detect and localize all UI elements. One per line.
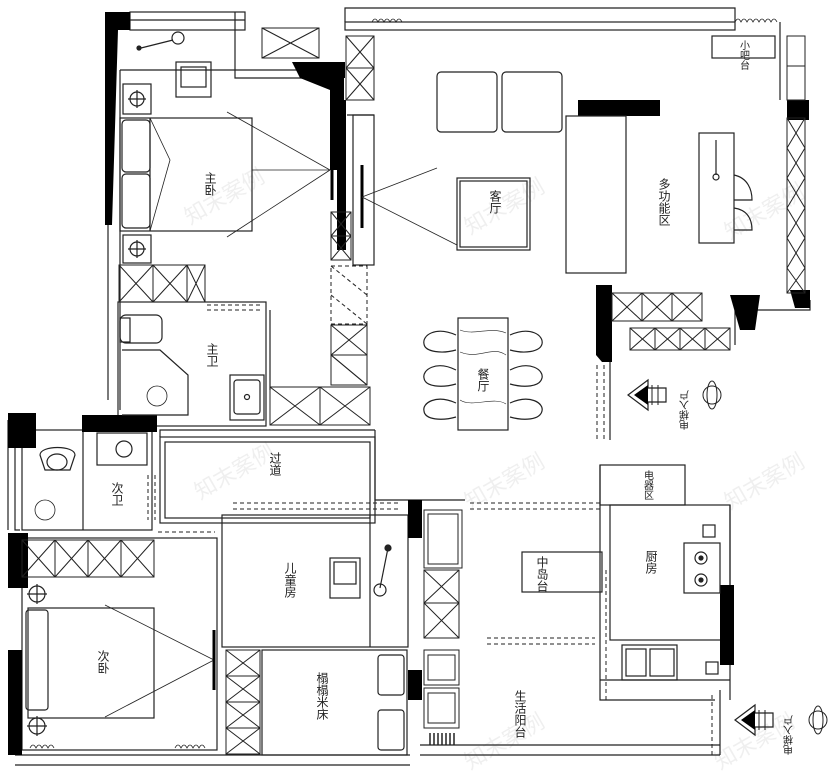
wall-lines <box>7 7 811 766</box>
wall-living-left <box>337 100 346 250</box>
wall-tatami-right <box>408 670 422 700</box>
label-small-bar: 小吧台 <box>738 40 750 71</box>
label-second-bedroom: 次卧 <box>96 650 110 674</box>
entrance-side <box>734 703 828 737</box>
wall-right-mid <box>596 285 612 362</box>
master-sink <box>229 374 265 421</box>
furniture <box>25 31 776 751</box>
wall-bar-top <box>578 100 660 116</box>
toilet <box>119 314 163 344</box>
wall-kitchen-right <box>720 585 734 665</box>
label-tatami: 榻榻米床 <box>315 672 329 720</box>
master-bed <box>119 117 253 232</box>
wall-guest-bath-top <box>82 415 157 432</box>
wall-master-left <box>105 12 130 225</box>
watermark-7: 知末案例 <box>461 710 550 776</box>
label-living-room: 客厅 <box>488 189 502 214</box>
label-entrance-side: 电梯入户 <box>784 714 796 756</box>
coffee-table <box>456 177 531 251</box>
wall-kids-right <box>408 500 422 538</box>
label-balcony: 生活阳台 <box>513 690 527 738</box>
wall-master-top-right <box>292 62 345 90</box>
label-multifunction: 多功能区 <box>657 178 671 226</box>
watermark-4: 知末案例 <box>191 440 280 506</box>
label-kids-room: 儿童房 <box>283 562 297 598</box>
watermark-6: 知末案例 <box>721 450 810 516</box>
watermark-2: 知末案例 <box>461 175 550 241</box>
island <box>521 551 603 593</box>
wall-second-bedroom-left2 <box>8 650 22 755</box>
label-island: 中岛台 <box>535 555 549 592</box>
wall-right-corner2 <box>790 290 810 308</box>
guest-toilet <box>39 446 76 471</box>
label-appliance-zone: 电器区 <box>642 469 654 500</box>
label-master-bath: 主卫 <box>205 343 219 367</box>
dining-table <box>457 317 509 431</box>
watermark-5: 知末案例 <box>461 450 550 516</box>
solid-walls <box>8 12 810 755</box>
watermark-1: 知末案例 <box>181 165 270 231</box>
label-entrance-main: 电梯入户 <box>680 389 692 431</box>
cabinets <box>21 27 806 755</box>
window-top-left <box>129 11 246 31</box>
label-guest-bath: 次卫 <box>110 482 124 506</box>
wall-right-corner <box>730 295 760 330</box>
dashed-openings <box>147 265 721 755</box>
label-kitchen: 厨房 <box>644 550 658 574</box>
bar-counter <box>698 132 735 244</box>
window-symbols <box>29 18 778 749</box>
long-table <box>565 115 627 274</box>
wall-second-bedroom-left <box>8 533 28 588</box>
entrance-main <box>627 378 722 412</box>
label-corridor: 过道 <box>268 452 282 476</box>
label-dining: 餐厅 <box>476 367 490 392</box>
wall-right-top <box>787 100 809 120</box>
second-bed <box>27 607 155 719</box>
label-master-bedroom: 主卧 <box>203 172 217 196</box>
room-labels: 主卧 客厅 多功能区 小吧台 主卫 餐厅 次卫 过道 电器区 次卧 儿童房 榻榻… <box>96 40 796 756</box>
wall-guest-bath-top-left <box>8 413 36 448</box>
